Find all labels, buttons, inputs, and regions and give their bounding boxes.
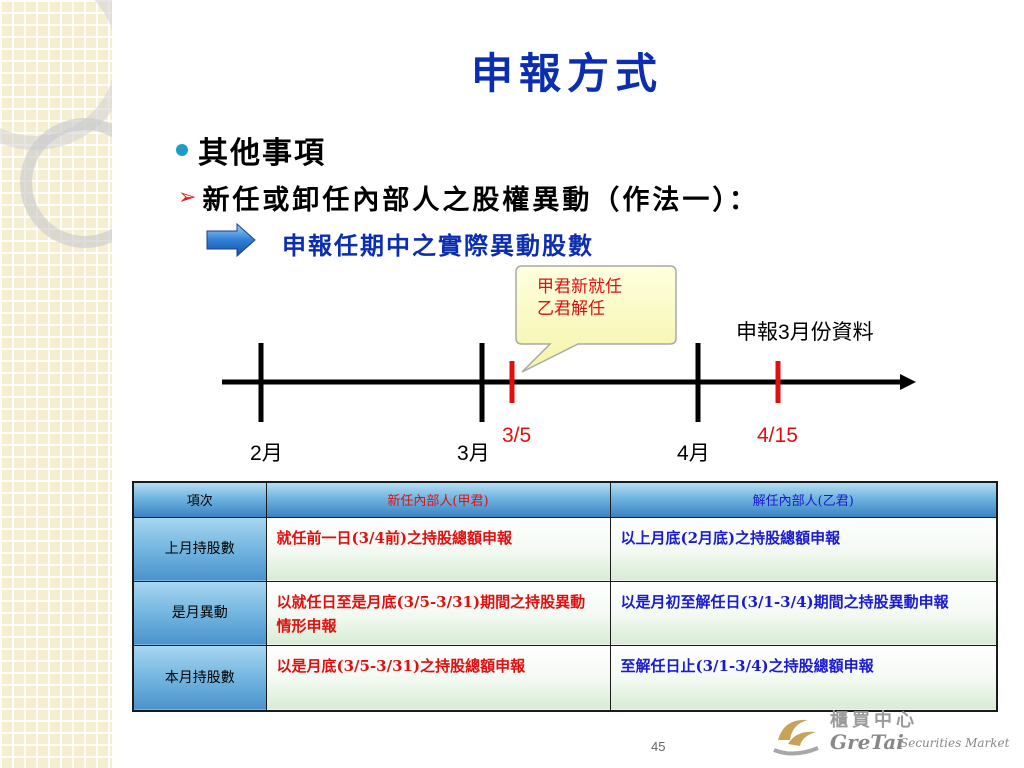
callout-line-1: 甲君新就任 [537, 277, 622, 296]
report-label-prefix: 申報 [736, 321, 778, 344]
timeline [222, 343, 916, 422]
reporting-table: 項次 新任內部人(甲君) 解任內部人(乙君) 上月持股數 就任前一日(3/4前)… [132, 481, 998, 712]
row-label: 本月持股數 [132, 644, 267, 712]
report-label-suffix: 月份資料 [789, 321, 874, 344]
decorative-side-strip [0, 0, 112, 768]
callout-bubble [515, 265, 677, 373]
table-header-new: 新任內部人(甲君) [265, 481, 611, 518]
logo-english-text: GreTai [830, 730, 904, 754]
table-row: 上月持股數 就任前一日(3/4前)之持股總額申報 以上月底(2月底)之持股總額申… [132, 516, 998, 582]
page-number: 45 [651, 739, 666, 754]
logo-emblem-icon [773, 719, 819, 756]
event-date-label: 3/5 [502, 424, 532, 447]
block-arrow-icon [206, 222, 256, 258]
cell-resign: 以上月底(2月底)之持股總額申報 [609, 516, 998, 582]
sub-bullet-text: 新任或卸任內部人之股權異動（作法一）： [202, 185, 759, 216]
table-header-item: 項次 [132, 481, 267, 518]
row-label: 上月持股數 [132, 516, 267, 582]
bullet-dot-icon [176, 144, 188, 156]
cell-resign: 以是月初至解任日(3/1-3/4)期間之持股異動申報 [609, 580, 998, 646]
report-date-label: 4/15 [757, 424, 798, 447]
sub-bullet-item: ➢ 新任或卸任內部人之股權異動（作法一）： [178, 178, 759, 217]
cell-resign: 至解任日止(3/1-3/4)之持股總額申報 [609, 644, 998, 712]
cell-new: 以是月底(3/5-3/31)之持股總額申報 [265, 644, 611, 712]
table-row: 本月持股數 以是月底(3/5-3/31)之持股總額申報 至解任日止(3/1-3/… [132, 644, 998, 712]
row-label: 是月異動 [132, 580, 267, 646]
arrow-bullet-icon: ➢ [178, 185, 197, 210]
callout-text: 甲君新就任 乙君解任 [537, 276, 622, 320]
table-header-row: 項次 新任內部人(甲君) 解任內部人(乙君) [132, 481, 998, 518]
report-label-num: 3 [778, 321, 790, 344]
logo-english-subtext: Securities Market [900, 736, 1010, 750]
cell-new: 以就任日至是月底(3/5-3/31)期間之持股異動情形申報 [265, 580, 611, 646]
table-header-resign: 解任內部人(乙君) [609, 481, 998, 518]
table-row: 是月異動 以就任日至是月底(3/5-3/31)期間之持股異動情形申報 以是月初至… [132, 580, 998, 646]
gretai-logo: 櫃買中心 GreTai Securities Market [770, 706, 1020, 762]
callout-line-2: 乙君解任 [537, 299, 605, 318]
report-label: 申報3月份資料 [736, 316, 874, 346]
bullet-item: 其他事項 [176, 128, 326, 172]
highlight-note: 申報任期中之實際異動股數 [282, 231, 594, 260]
month-label-apr: 4月 [677, 442, 710, 465]
month-label-feb: 2月 [250, 442, 283, 465]
month-label-mar: 3月 [457, 442, 490, 465]
logo-chinese-text: 櫃買中心 [830, 710, 918, 731]
cell-new: 就任前一日(3/4前)之持股總額申報 [265, 516, 611, 582]
timeline-arrowhead [900, 374, 916, 390]
slide-title: 申報方式 [470, 49, 663, 98]
bullet-text: 其他事項 [198, 136, 326, 171]
